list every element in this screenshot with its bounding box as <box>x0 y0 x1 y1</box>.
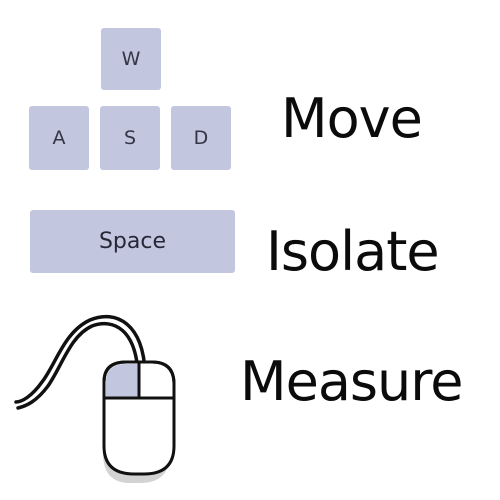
key-d-label: D <box>193 127 209 149</box>
key-s: S <box>100 106 160 170</box>
measure-action-label: Measure <box>240 350 463 413</box>
key-d: D <box>171 106 231 170</box>
left-mouse-button <box>106 364 138 397</box>
key-a: A <box>29 106 89 170</box>
key-w: W <box>101 28 161 90</box>
key-space-label: Space <box>98 229 167 254</box>
key-s-label: S <box>123 127 137 149</box>
isolate-action-label: Isolate <box>266 220 440 283</box>
key-w-label: W <box>121 48 141 70</box>
key-a-label: A <box>52 127 66 149</box>
key-space: Space <box>30 210 235 273</box>
mouse-left-click-icon <box>14 314 176 483</box>
move-action-label: Move <box>281 87 423 150</box>
